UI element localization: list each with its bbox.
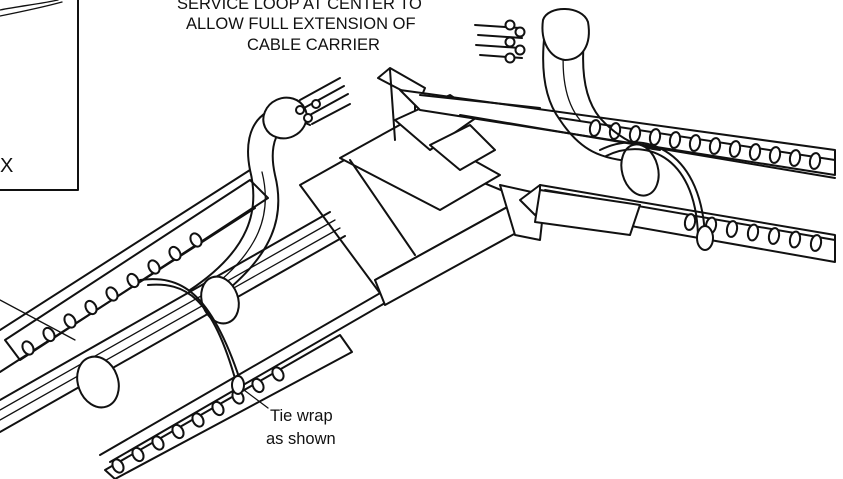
rail-hole — [768, 146, 782, 164]
rail-hole — [191, 412, 205, 428]
service-loop-callout: SERVICE LOOP AT CENTER TO ALLOW FULL EXT… — [177, 0, 422, 54]
rail-hole — [708, 137, 722, 155]
rail-hole — [147, 259, 161, 275]
left-lower-rail-holes — [111, 366, 285, 474]
tie-wrap-leader — [243, 389, 269, 409]
rail-hole — [151, 435, 165, 451]
service-loop-bundle — [541, 8, 714, 251]
rail-hole — [788, 230, 802, 249]
rail-hole — [171, 423, 185, 440]
left-cable-ends — [295, 77, 351, 125]
rail-hole — [808, 152, 822, 170]
rail-hole — [746, 223, 760, 242]
rail-hole — [168, 245, 182, 262]
service-loop-line3: CABLE CARRIER — [247, 36, 380, 54]
rail-hole — [728, 140, 742, 158]
rail-hole — [63, 313, 77, 329]
rail-hole — [668, 131, 682, 149]
rail-hole — [725, 220, 739, 238]
inset-box — [0, 0, 79, 191]
rail-hole — [189, 232, 203, 248]
rail-hole — [21, 340, 35, 356]
rail-hole — [105, 286, 119, 302]
service-loop-line1: SERVICE LOOP AT CENTER TO — [177, 0, 422, 13]
rail-hole — [683, 213, 697, 231]
rail-hole — [211, 400, 225, 417]
tie-wrap-icon — [76, 96, 308, 409]
rail-hole — [84, 299, 98, 316]
tie-wrap-line2: as shown — [266, 430, 336, 448]
right-upper-rail-holes — [588, 119, 822, 170]
rail-hole — [588, 119, 602, 137]
rail-hole — [131, 446, 145, 463]
tie-wrap-line1: Tie wrap — [270, 407, 333, 425]
inset-fragment-text: X — [0, 155, 13, 177]
right-lower-rail-holes — [683, 213, 823, 252]
rail-hole — [271, 366, 285, 382]
rail-hole — [42, 326, 56, 343]
rail-hole — [809, 234, 823, 252]
left-leader-line — [0, 299, 76, 341]
rail-hole — [788, 149, 802, 167]
left-lower-rail — [99, 269, 431, 479]
left-upper-rail-holes — [21, 232, 203, 356]
rail-hole — [111, 458, 125, 474]
rail-hole — [251, 377, 265, 394]
rail-hole — [748, 143, 762, 161]
right-cable-ends — [474, 19, 526, 64]
service-loop-line2: ALLOW FULL EXTENSION OF — [186, 15, 416, 33]
rail-hole — [126, 272, 140, 289]
tie-wrap-callout: Tie wrap as shown — [243, 389, 336, 448]
rail-hole — [688, 134, 702, 152]
rail-hole — [767, 227, 781, 245]
